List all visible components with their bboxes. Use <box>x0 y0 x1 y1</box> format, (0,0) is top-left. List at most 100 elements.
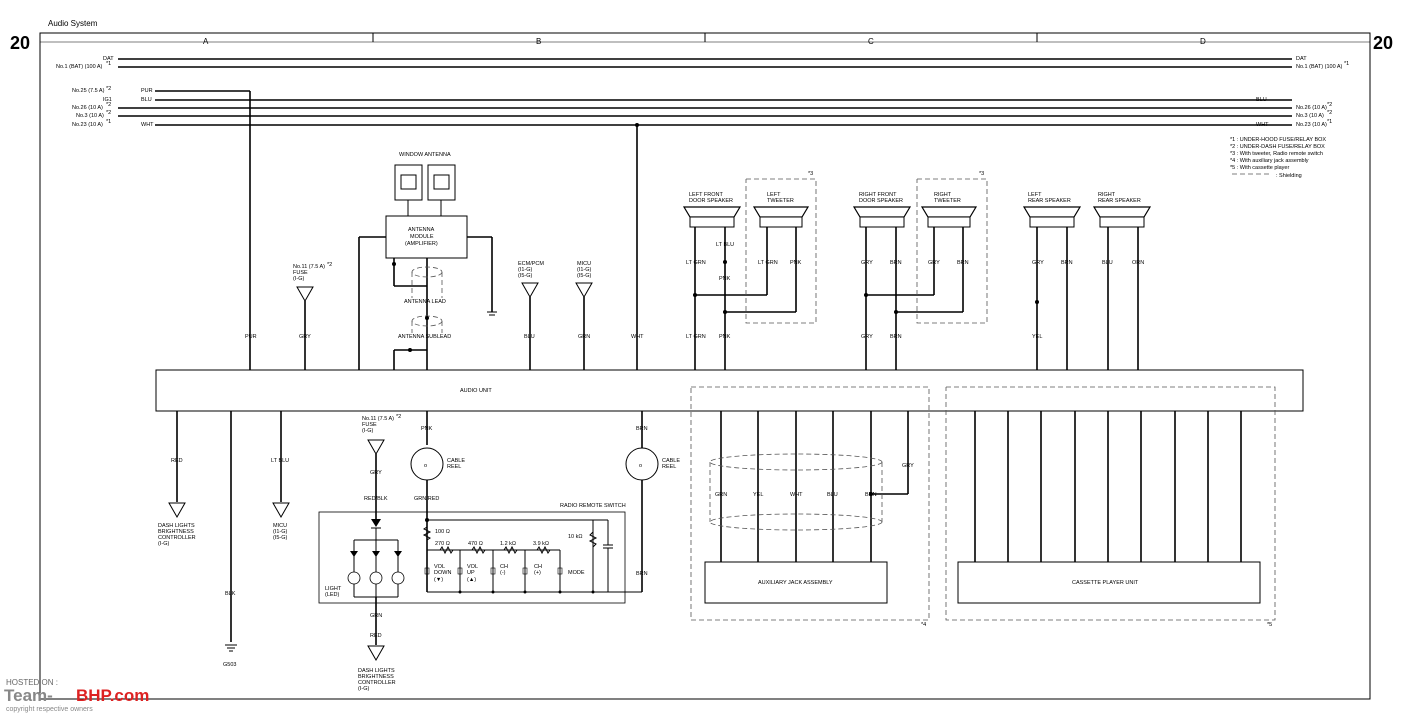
rail-label: No.1 (BAT) (100 A) <box>56 64 103 70</box>
svg-text:CABLE: CABLE <box>662 458 680 464</box>
svg-text:*2: *2 <box>327 262 332 268</box>
svg-text:FUSE: FUSE <box>293 270 308 276</box>
svg-text:copyright respective owners: copyright respective owners <box>6 706 93 713</box>
svg-text:3.9 kΩ: 3.9 kΩ <box>533 541 549 547</box>
svg-text:CH: CH <box>534 564 542 570</box>
svg-text:GRN: GRN <box>715 492 727 498</box>
svg-text:AUXILIARY JACK ASSEMBLY: AUXILIARY JACK ASSEMBLY <box>758 580 833 586</box>
svg-text:LT BLU: LT BLU <box>271 458 289 464</box>
svg-text:RED: RED <box>171 458 183 464</box>
svg-text:*5 : With cassette player: *5 : With cassette player <box>1230 165 1289 171</box>
svg-text:DOWN: DOWN <box>434 570 451 576</box>
svg-text:YEL: YEL <box>1032 334 1042 340</box>
svg-text:REAR SPEAKER: REAR SPEAKER <box>1098 198 1141 204</box>
svg-text:BLU: BLU <box>1102 260 1113 266</box>
svg-text:470 Ω: 470 Ω <box>468 541 483 547</box>
svg-text:(I5-G): (I5-G) <box>273 535 288 541</box>
radio-remote-switch: RADIO REMOTE SWITCH LIGHT (LED) GRN RED … <box>318 411 642 692</box>
window-antenna: WINDOW ANTENNA <box>394 152 456 216</box>
svg-text:GRN: GRN <box>578 334 590 340</box>
svg-text:CONTROLLER: CONTROLLER <box>158 535 196 541</box>
rail-note: *1 <box>1327 119 1332 125</box>
svg-text:*2 : UNDER-DASH FUSE/RELAY BOX: *2 : UNDER-DASH FUSE/RELAY BOX <box>1230 144 1325 150</box>
svg-text:GRY: GRY <box>902 463 914 469</box>
svg-text:(I1-G): (I1-G) <box>577 267 592 273</box>
svg-text:UP: UP <box>467 570 475 576</box>
svg-text:ORN: ORN <box>1132 260 1144 266</box>
svg-text:ANTENNA SUBLEAD: ANTENNA SUBLEAD <box>398 334 451 340</box>
svg-text:No.11 (7.5 A): No.11 (7.5 A) <box>293 264 325 270</box>
svg-text:(I5-G): (I5-G) <box>577 273 592 279</box>
svg-text:BRN: BRN <box>1061 260 1073 266</box>
svg-text:BRN: BRN <box>636 426 648 432</box>
rail-note: *2 <box>1327 110 1332 116</box>
svg-text:*2: *2 <box>396 414 401 420</box>
svg-text:ECM/PCM: ECM/PCM <box>518 261 544 267</box>
column-label-d: D <box>1200 37 1206 46</box>
rail-note: *1 <box>1344 61 1349 67</box>
svg-text:270 Ω: 270 Ω <box>435 541 450 547</box>
svg-text:LT GRN: LT GRN <box>686 334 706 340</box>
ecm-pcm: ECM/PCM (I1-G) (I5-G) <box>518 261 544 370</box>
rail-note: *2 <box>1327 102 1332 108</box>
lower-left-circuits: RED DASH LIGHTS BRIGHTNESS CONTROLLER (I… <box>158 411 290 668</box>
svg-text:BLU: BLU <box>827 492 838 498</box>
svg-text:MODULE: MODULE <box>410 234 434 240</box>
wire-labels-upper: PUR GRY BLU GRN WHT LT GRN LT BLU PNK LT… <box>245 242 1144 340</box>
rail-wire: BLU <box>141 97 152 103</box>
rail-label: DAT <box>103 56 114 62</box>
svg-text:CABLE: CABLE <box>447 458 465 464</box>
svg-text:BRIGHTNESS: BRIGHTNESS <box>358 674 394 680</box>
svg-text:PNK: PNK <box>421 426 433 432</box>
svg-text:(I1-G): (I1-G) <box>273 529 288 535</box>
svg-text:GRY: GRY <box>370 470 382 476</box>
rail-label: DAT <box>1296 56 1307 62</box>
svg-text:G503: G503 <box>223 662 236 668</box>
svg-text:GRY: GRY <box>861 260 873 266</box>
antenna-module: ANTENNA MODULE (AMPLIFIER) ANTENNA LEAD … <box>358 215 497 370</box>
svg-text:1.2 kΩ: 1.2 kΩ <box>500 541 516 547</box>
rail-note: *1 <box>106 61 111 67</box>
svg-text:MODE: MODE <box>568 570 585 576</box>
svg-text:RIGHT: RIGHT <box>1098 192 1116 198</box>
svg-text:BRN: BRN <box>890 260 902 266</box>
left-rear-speaker: LEFT REAR SPEAKER <box>1022 192 1082 370</box>
svg-text:TWEETER: TWEETER <box>767 198 794 204</box>
svg-text:RED/BLK: RED/BLK <box>364 496 388 502</box>
svg-text:(I-G): (I-G) <box>358 686 369 692</box>
page-number-right: 20 <box>1373 33 1393 53</box>
watermark: HOSTED ON : Team- BHP.com copyright resp… <box>4 678 149 713</box>
svg-text:PNK: PNK <box>790 260 802 266</box>
right-front-door-speaker: RIGHT FRONT DOOR SPEAKER <box>852 192 912 370</box>
left-front-door-speaker: LEFT FRONT DOOR SPEAKER <box>682 192 742 370</box>
svg-text:LT GRN: LT GRN <box>758 260 778 266</box>
page-number-left: 20 <box>10 33 30 53</box>
svg-text:MICU: MICU <box>577 261 591 267</box>
svg-text:(▼): (▼) <box>434 577 443 583</box>
audio-unit: AUDIO UNIT <box>155 369 1304 412</box>
svg-text:(I-G): (I-G) <box>293 276 304 282</box>
svg-text:*3 : With tweeter, Radio remot: *3 : With tweeter, Radio remote switch <box>1230 151 1323 157</box>
svg-text:BRN: BRN <box>890 334 902 340</box>
rail-label: BLU <box>1256 97 1267 103</box>
svg-text:LT GRN: LT GRN <box>686 260 706 266</box>
svg-text:(LED): (LED) <box>325 592 340 598</box>
svg-text:BHP.com: BHP.com <box>76 686 149 705</box>
svg-text:WHT: WHT <box>631 334 644 340</box>
svg-text:MICU: MICU <box>273 523 287 529</box>
svg-text:CH: CH <box>500 564 508 570</box>
cable-reel-2: BRN o CABLE REEL BRN <box>625 411 680 592</box>
svg-text:GRY: GRY <box>928 260 940 266</box>
svg-text:BRN: BRN <box>636 571 648 577</box>
column-label-a: A <box>203 37 209 46</box>
svg-text:: Shielding: : Shielding <box>1276 173 1302 179</box>
svg-text:PUR: PUR <box>245 334 257 340</box>
svg-text:BRN: BRN <box>957 260 969 266</box>
svg-text:BRN: BRN <box>865 492 877 498</box>
svg-text:REEL: REEL <box>662 464 676 470</box>
svg-text:RED: RED <box>370 633 382 639</box>
rail-wire: PUR <box>141 88 153 94</box>
svg-text:No.11 (7.5 A): No.11 (7.5 A) <box>362 416 394 422</box>
svg-text:GRY: GRY <box>861 334 873 340</box>
